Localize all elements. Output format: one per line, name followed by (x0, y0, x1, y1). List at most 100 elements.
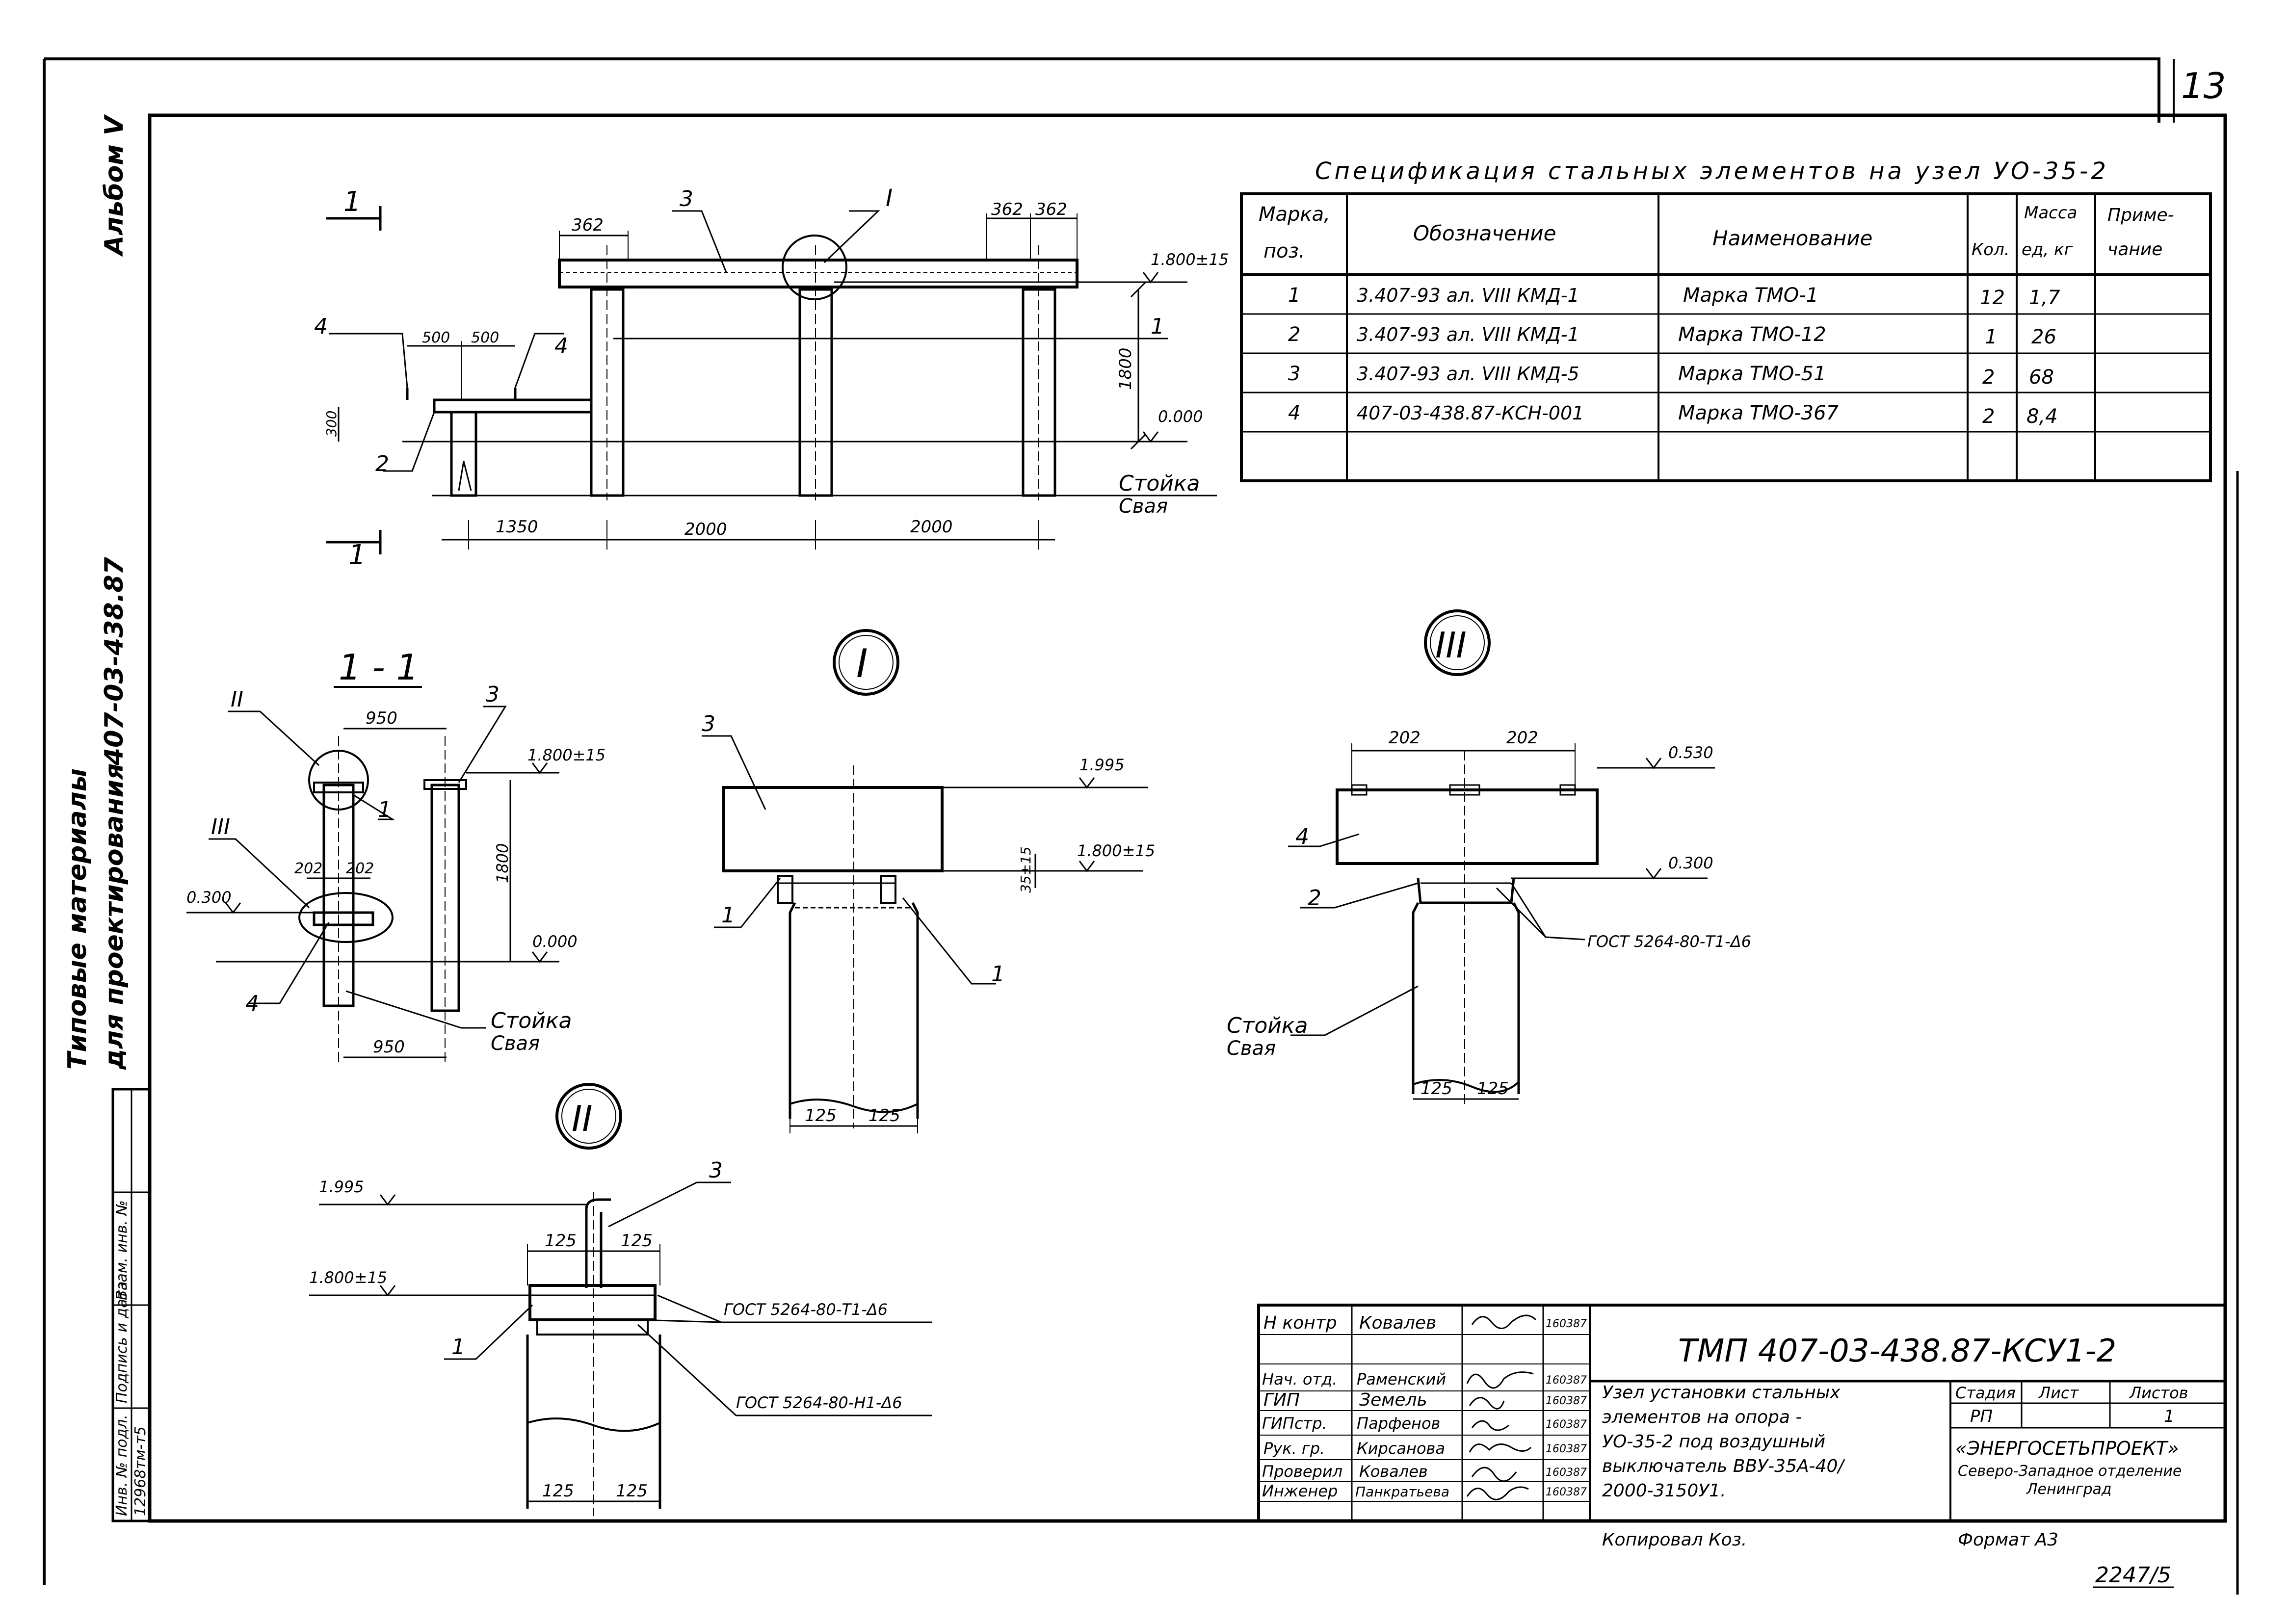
spec-table (1240, 192, 2212, 482)
stage-label: Стадия (1955, 1384, 2016, 1402)
side-album: Альбом V (100, 114, 129, 257)
dim-1800-sec: 1800 (493, 843, 512, 883)
main-elevation (326, 206, 1217, 554)
pos-3-detailI: 3 (702, 711, 715, 736)
bottom-number: 2247/5 (2095, 1563, 2171, 1588)
signature-name: Парфенов (1357, 1414, 1440, 1433)
table-row-mass: 68 (2029, 366, 2054, 389)
callout-label-II-sec: II (231, 687, 243, 712)
table-row-name: Марка ТМО-12 (1678, 323, 1826, 346)
table-row-mass: 8,4 (2026, 405, 2058, 428)
page-number: 13 (2181, 65, 2226, 106)
elev-1800-top: 1.800±15 (1151, 250, 1229, 269)
signature-date: 160387 (1546, 1443, 1587, 1455)
callout-circle-I (782, 235, 847, 300)
table-row-qty: 2 (1982, 366, 1995, 389)
dim-125-detailII-b: 125 (621, 1231, 653, 1251)
signature-name: Земель (1359, 1390, 1427, 1410)
short-post (450, 411, 477, 497)
callout-ellipse-III (298, 892, 394, 943)
sheets-value: 1 (2164, 1407, 2175, 1426)
table-row-qty: 2 (1982, 405, 1995, 428)
org-city: Ленинград (2026, 1481, 2112, 1498)
outer-border (43, 57, 2160, 1585)
svaya-main: Свая (1119, 495, 1168, 518)
dim-125-detailII-d: 125 (616, 1481, 648, 1501)
detail-I (702, 735, 1148, 1133)
signature-name: Раменский (1357, 1370, 1446, 1388)
callout-label-III-detail: III (1435, 625, 1467, 666)
handwritten-signatures (1466, 1314, 1537, 1500)
description-line: 2000-3150У1. (1602, 1481, 1726, 1501)
description-line: Узел установки стальных (1602, 1383, 1841, 1403)
signature-role: Н контр (1263, 1313, 1337, 1333)
stamp-label-replace: Взам. инв. № (113, 1200, 131, 1300)
gost-t1-detailII: ГОСТ 5264-80-Т1-Δ6 (724, 1300, 888, 1319)
signature-role: Рук. гр. (1263, 1439, 1325, 1458)
dim-1350: 1350 (496, 517, 538, 537)
elev-0300-sec: 0.300 (186, 888, 232, 907)
signature-date: 160387 (1546, 1318, 1587, 1330)
spec-hdr-mass-1: Масса (2024, 203, 2077, 223)
dim-202-detailIII-a: 202 (1389, 728, 1421, 748)
pos-2-detailIII: 2 (1308, 886, 1321, 911)
title-block-lines (1257, 1304, 2227, 1522)
detail-III (1288, 743, 1715, 1104)
dim-500-a: 500 (422, 329, 450, 346)
dim-500-b: 500 (471, 329, 499, 346)
section-mark-top: 1 (343, 186, 361, 218)
dim-202-b: 202 (346, 860, 374, 877)
pos-4-sec: 4 (245, 991, 259, 1016)
spec-title: Спецификация стальных элементов на узел … (1315, 157, 2109, 185)
dim-125-detailII-c: 125 (542, 1481, 574, 1501)
spec-rows: 1 3.407-93 ал. VIII КМД-1 Марка ТМО-1 12… (1288, 284, 2060, 428)
platform-low (433, 398, 593, 414)
section-title: 1 - 1 (339, 647, 419, 688)
description-line: элементов на опора - (1602, 1407, 1802, 1427)
description-line: выключатель ВВУ-35А-40/ (1602, 1456, 1845, 1476)
callout-label-II-detail: II (572, 1098, 592, 1139)
signature-date: 160387 (1546, 1374, 1587, 1387)
pos-4-left: 4 (314, 314, 328, 339)
section-1-1 (186, 706, 559, 1065)
org-name: «ЭНЕРГОСЕТЬПРОЕКТ» (1955, 1438, 2179, 1459)
detail-II (309, 1181, 932, 1516)
side-materials-1: Типовые материалы (63, 768, 92, 1070)
elev-1800-detailI: 1.800±15 (1077, 841, 1155, 860)
format-label: Формат А3 (1958, 1530, 2058, 1550)
dim-202-detailIII-b: 202 (1506, 728, 1538, 748)
side-materials-2: для проектирования (100, 763, 129, 1070)
table-row-pos: 2 (1288, 323, 1300, 346)
inner-frame (148, 113, 2227, 1523)
sheet-label: Лист (2038, 1384, 2079, 1402)
pos-1-sec: 1 (378, 797, 392, 822)
elev-0-main: 0.000 (1158, 407, 1203, 426)
dim-125-detailI-b: 125 (868, 1106, 900, 1126)
title-description: Узел установки стальных элементов на опо… (1602, 1383, 1845, 1501)
dim-202-a: 202 (294, 860, 322, 877)
pos-4-right: 4 (554, 334, 568, 359)
callout-circle-II-detail (555, 1083, 622, 1150)
elev-1800-sec: 1.800±15 (527, 746, 605, 764)
stamp-label-sign: Подпись и дата (113, 1282, 131, 1404)
copied-by: Копировал Коз. (1602, 1530, 1747, 1550)
section-mark-bottom: 1 (348, 539, 366, 571)
elev-0300-detailIII: 0.300 (1668, 854, 1713, 872)
gost-t1-detailIII: ГОСТ 5264-80-Т1-Δ6 (1587, 932, 1751, 951)
spec-hdr-name: Наименование (1712, 226, 1872, 250)
signature-table: Н контр Ковалев 160387 Нач. отд. Раменск… (1262, 1313, 1587, 1500)
description-line: УО-35-2 под воздушный (1602, 1432, 1825, 1452)
dim-362-b: 362 (991, 200, 1023, 219)
table-row-designation: 3.407-93 ал. VIII КМД-1 (1357, 285, 1579, 306)
callout-label-I-top: I (886, 184, 893, 212)
spec-hdr-note-1: Приме- (2107, 205, 2174, 225)
signature-role: Нач. отд. (1262, 1370, 1337, 1388)
table-row-mass: 26 (2031, 326, 2056, 348)
dim-35-detailI: 35±15 (1018, 846, 1034, 893)
spec-hdr-mark-1: Марка, (1259, 203, 1330, 226)
signature-name: Панкратьева (1355, 1484, 1449, 1500)
pos-1-right: 1 (1151, 314, 1164, 339)
spec-hdr-mark-2: поз. (1263, 240, 1305, 262)
elev-0530-detailIII: 0.530 (1668, 743, 1713, 762)
